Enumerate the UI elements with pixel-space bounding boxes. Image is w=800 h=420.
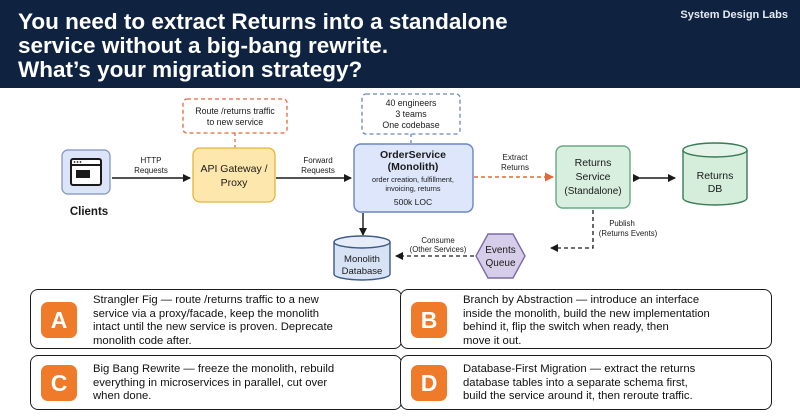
order-service-node: OrderService (Monolith) order creation, … — [353, 143, 474, 213]
returns-db-label-line: DB — [708, 183, 723, 195]
returns-service-label-line: (Standalone) — [564, 186, 621, 197]
option-text-line: intact until the new service is proven. … — [93, 321, 333, 334]
returns-service-label-line: Returns — [575, 157, 612, 169]
monolith-db-node: Monolith Database — [333, 235, 391, 281]
option-text: Big Bang Rewrite — freeze the monolith, … — [93, 363, 393, 404]
option-text-line: Database-First Migration — extract the r… — [463, 363, 696, 375]
returns-db-label-line: Returns — [697, 170, 734, 182]
header-banner: You need to extract Returns into a stand… — [0, 0, 800, 88]
monolith-db-label-line: Monolith — [344, 254, 380, 265]
option-text-line: build the service around it, then rerout… — [463, 390, 693, 403]
team-note-line: 40 engineers — [386, 98, 437, 108]
team-note-line: 3 teams — [395, 109, 427, 119]
team-note: 40 engineers 3 teams One codebase — [361, 93, 461, 135]
diagram-canvas: Clients HTTP Requests Route /returns tra… — [61, 93, 748, 281]
architecture-diagram: Clients HTTP Requests Route /returns tra… — [0, 88, 800, 284]
option-text-line: move it out. — [463, 334, 522, 347]
returns-service-label-line: Service — [575, 171, 610, 183]
title-line: You need to extract Returns into a stand… — [18, 9, 508, 34]
events-queue-label-line: Events — [485, 245, 516, 256]
order-service-desc-line: order creation, fulfillment, — [372, 175, 454, 184]
option-text-line: database tables into a separate schema f… — [463, 376, 688, 389]
option-text-line: everything in microservices in parallel,… — [93, 376, 328, 389]
option-card-b[interactable]: B Branch by Abstraction — introduce an i… — [400, 289, 772, 349]
brand-label: System Design Labs — [680, 9, 788, 21]
option-text-line: monolith code after. — [93, 334, 192, 347]
option-text-line: Big Bang Rewrite — freeze the monolith, … — [93, 363, 335, 375]
option-letter-badge: D — [411, 365, 447, 401]
option-text-line: Strangler Fig — route /returns traffic t… — [93, 294, 319, 306]
api-gateway-label-line: API Gateway / — [200, 163, 267, 175]
publish-arrow — [550, 210, 594, 252]
option-text: Strangler Fig — route /returns traffic t… — [93, 294, 393, 348]
option-text-line: Branch by Abstraction — introduce an int… — [463, 294, 700, 306]
route-note-line: to new service — [207, 117, 263, 127]
consume-label-line: (Other Services) — [410, 245, 467, 254]
clients-label: Clients — [70, 206, 108, 218]
option-text-line: service via a proxy/facade, keep the mon… — [93, 307, 320, 320]
http-requests-label-line: Requests — [134, 166, 168, 175]
returns-db-node: Returns DB — [682, 142, 748, 206]
events-queue-node: Events Queue — [475, 233, 526, 279]
option-card-a[interactable]: A Strangler Fig — route /returns traffic… — [30, 289, 402, 349]
order-service-title-line: OrderService — [380, 149, 446, 161]
extract-returns-label-line: Returns — [501, 163, 529, 172]
browser-window-icon — [70, 158, 102, 186]
events-queue-label-line: Queue — [485, 258, 515, 269]
publish-label-line: Publish — [609, 219, 635, 228]
question-title: You need to extract Returns into a stand… — [18, 10, 658, 82]
forward-requests-label-line: Forward — [303, 156, 332, 165]
team-note-line: One codebase — [382, 120, 439, 130]
option-card-d[interactable]: D Database-First Migration — extract the… — [400, 355, 772, 410]
title-line: What’s your migration strategy? — [18, 57, 363, 82]
route-note: Route /returns traffic to new service — [182, 98, 288, 134]
option-letter-badge: B — [411, 302, 447, 338]
option-text: Database-First Migration — extract the r… — [463, 363, 763, 404]
order-service-desc-line: invoicing, returns — [385, 184, 441, 193]
option-text-line: when done. — [93, 390, 152, 403]
option-letter-badge: A — [41, 302, 77, 338]
option-letter-badge: C — [41, 365, 77, 401]
order-service-title-line: (Monolith) — [388, 161, 439, 173]
extract-returns-label-line: Extract — [503, 153, 529, 162]
route-note-line: Route /returns traffic — [195, 106, 275, 116]
http-requests-label-line: HTTP — [141, 156, 162, 165]
api-gateway-node: API Gateway / Proxy — [192, 147, 276, 203]
order-service-loc: 500k LOC — [394, 197, 432, 207]
monolith-db-label-line: Database — [342, 266, 383, 277]
title-line: service without a big-bang rewrite. — [18, 33, 389, 58]
option-text: Branch by Abstraction — introduce an int… — [463, 294, 763, 348]
forward-requests-label-line: Requests — [301, 166, 335, 175]
consume-label-line: Consume — [421, 236, 454, 245]
option-text-line: inside the monolith, build the new imple… — [463, 307, 710, 320]
api-gateway-label-line: Proxy — [221, 177, 249, 189]
option-text-line: behind it, flip the switch when ready, t… — [463, 321, 669, 334]
clients-node: Clients — [61, 149, 111, 218]
publish-label-line: (Returns Events) — [599, 229, 658, 238]
returns-service-node: Returns Service (Standalone) — [555, 145, 631, 209]
option-card-c[interactable]: C Big Bang Rewrite — freeze the monolith… — [30, 355, 402, 410]
